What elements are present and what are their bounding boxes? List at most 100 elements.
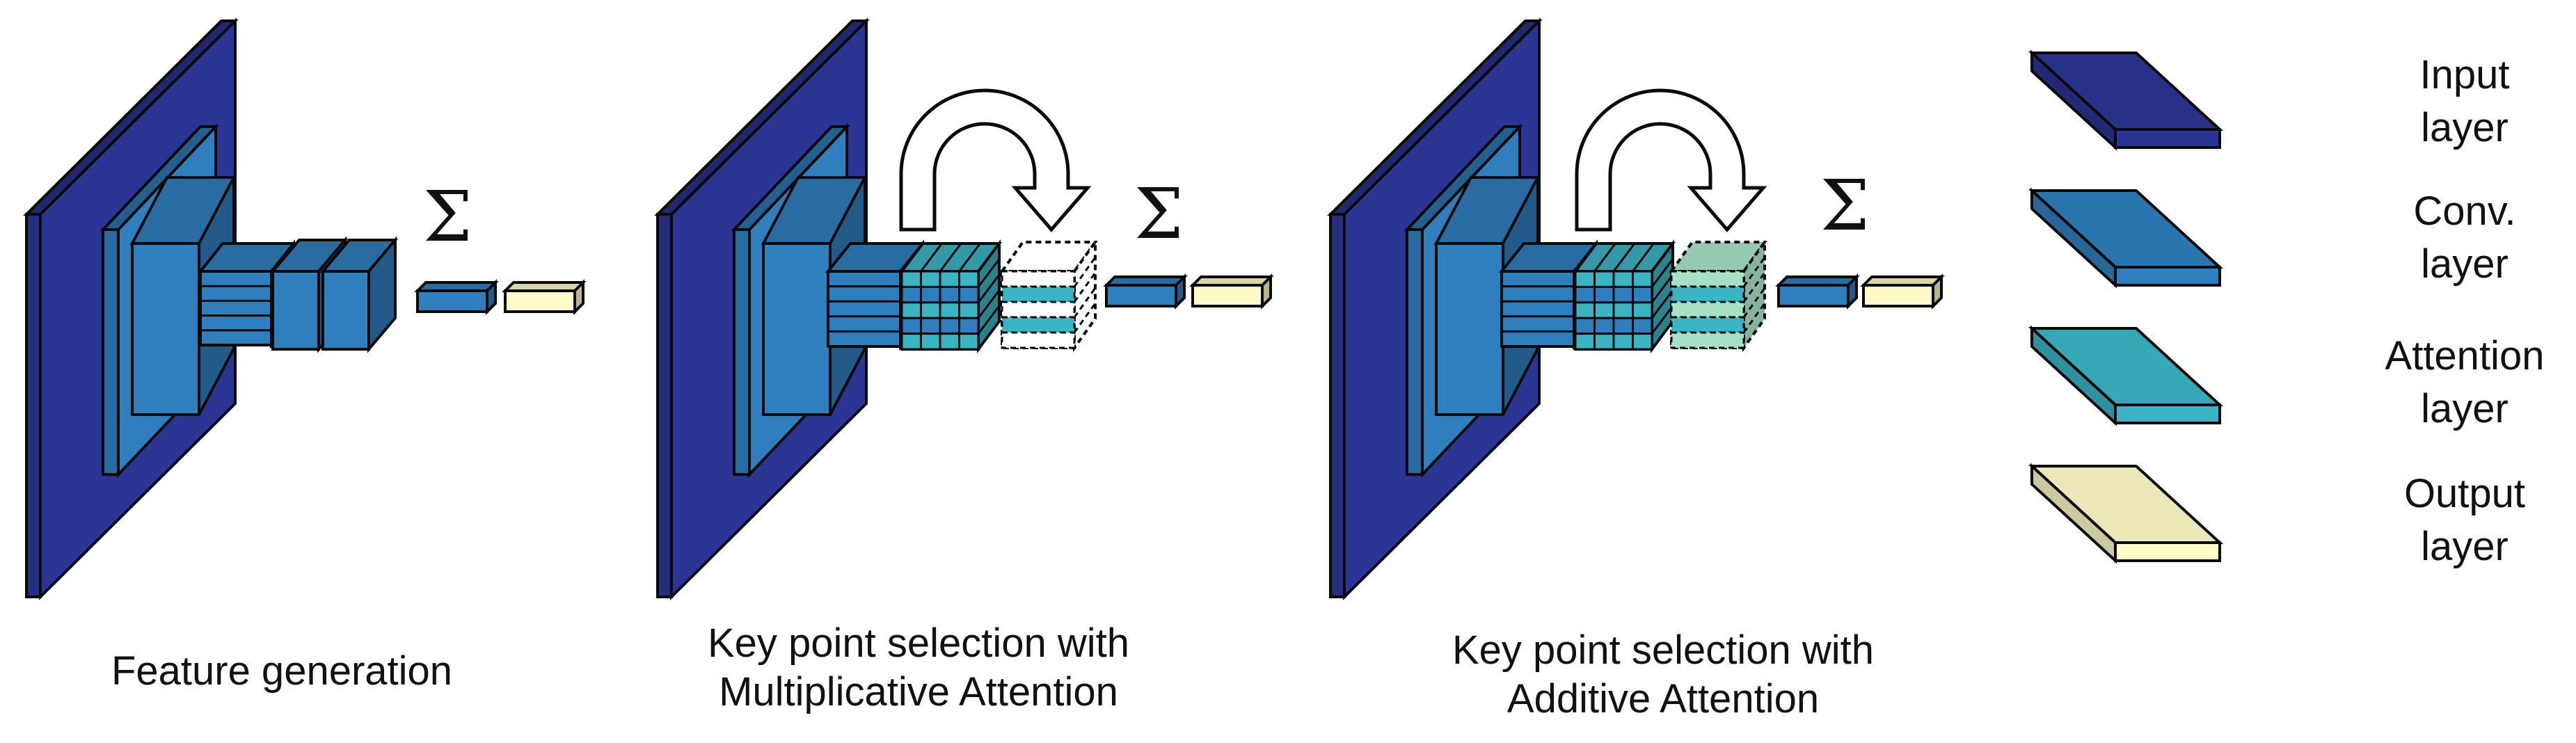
caption-line: Additive Attention — [1506, 676, 1820, 721]
input-layer-slab-2-top — [654, 19, 870, 216]
attention-block-3-side-line — [1651, 273, 1674, 303]
conv-stack-3-l2-front — [1435, 242, 1504, 416]
output-layer-3-front — [1862, 284, 1934, 307]
legend-swatch-input — [2028, 49, 2224, 151]
legend-swatch-attention-side — [2030, 325, 2117, 426]
caption-line: Multiplicative Attention — [719, 669, 1118, 714]
conv-stack-2-l1-top — [731, 125, 850, 231]
attention-output-block-2-row — [1001, 285, 1076, 303]
attention-output-block-2-side-line — [1073, 303, 1097, 333]
attention-block-2-side-line — [977, 258, 1001, 288]
caption-multiplicative-attention: Key point selection with Multiplicative … — [647, 619, 1190, 717]
output-layer-2 — [1189, 273, 1274, 310]
attention-output-block-2-row — [1001, 270, 1076, 288]
legend-label-line: Output — [2403, 471, 2526, 516]
attention-arrow-2-shape — [899, 88, 1092, 232]
fc-layer-1 — [414, 279, 499, 315]
attention-output-block-2-row — [1001, 301, 1076, 319]
legend-label-line: Input — [2419, 52, 2510, 97]
additive-block-3-side-line — [1742, 287, 1766, 318]
conv-stack-2-l2-front — [762, 242, 832, 416]
fc-layer-2-front — [1105, 284, 1177, 307]
legend-swatch-output-front — [2114, 541, 2221, 562]
fc-layer-2 — [1103, 273, 1188, 310]
feature-block-2-front — [827, 270, 902, 348]
attention-block-2-top-line — [958, 243, 981, 272]
attention-output-block-2-row — [1001, 331, 1076, 349]
attention-block-2-side-line — [977, 305, 1001, 335]
attention-block-3-top-line — [1612, 243, 1636, 272]
additive-block-3-side-line — [1742, 303, 1766, 333]
feature-block-1-front — [199, 270, 273, 346]
fc-layer-3-front — [1777, 284, 1850, 307]
attention-arrow-3-shape — [1575, 88, 1767, 232]
output-layer-3 — [1860, 273, 1945, 310]
legend-swatch-input-side — [2030, 49, 2117, 151]
input-layer-slab-1-edge — [25, 213, 42, 598]
output-layer-1-front — [504, 289, 576, 313]
caption-line: Key point selection with — [1452, 628, 1875, 673]
conv-stack-3-l2 — [1433, 176, 1541, 416]
additive-block-3-side-line — [1742, 257, 1766, 287]
attention-block-2-top-line — [920, 243, 943, 272]
conv-stack-1-l2-front — [131, 242, 200, 416]
conv-stack-2-l1-edge — [733, 228, 751, 476]
conv-block-1b-front — [321, 270, 370, 351]
sigma-feature-generation: Σ — [423, 176, 472, 257]
fc-layer-3 — [1775, 273, 1860, 310]
additive-block-3-side-line — [1742, 272, 1766, 303]
legend-swatch-attention-front — [2114, 404, 2221, 424]
caption-line: Feature generation — [111, 648, 453, 694]
legend-swatch-conv — [2028, 187, 2224, 289]
caption-feature-generation: Feature generation — [42, 647, 522, 696]
sigma-multiplicative: Σ — [1134, 173, 1184, 255]
conv-stack-3-l1-top — [1404, 125, 1523, 231]
conv-stack-3-l1-edge — [1406, 228, 1424, 476]
conv-stack-1-l1-top — [100, 125, 219, 231]
legend-label-line: layer — [2421, 105, 2509, 150]
conv-stack-1-l1-edge — [102, 228, 120, 476]
legend-label-line: layer — [2421, 524, 2509, 569]
conv-block-1b — [319, 236, 399, 353]
input-layer-slab-1-top — [23, 19, 239, 216]
legend-label-output: Output layer — [2360, 468, 2569, 573]
conv-block-1a-front — [271, 270, 320, 351]
attention-output-block-2-side-line — [1073, 272, 1097, 303]
output-layer-2-front — [1191, 284, 1264, 307]
input-layer-slab-3-edge — [1329, 213, 1346, 598]
attention-output-block-2-side-line — [1073, 257, 1097, 287]
caption-line: Key point selection with — [707, 621, 1130, 666]
additive-block-3-row — [1670, 285, 1745, 303]
additive-block-3-side — [1742, 237, 1766, 353]
attention-output-block-2-row — [1001, 316, 1076, 334]
attention-block-2-side-line — [977, 273, 1001, 303]
legend-swatch-output — [2028, 463, 2224, 564]
legend-label-line: Attention — [2385, 333, 2545, 378]
attention-block-3 — [1573, 239, 1676, 353]
legend-label-conv: Conv. layer — [2360, 185, 2569, 291]
additive-block-3-row — [1670, 331, 1745, 349]
sigma-additive: Σ — [1820, 165, 1870, 246]
legend-swatch-conv-front — [2114, 266, 2221, 287]
attention-block-2-side-line — [977, 289, 1001, 319]
legend-label-line: layer — [2421, 386, 2509, 431]
attention-block-2 — [899, 239, 1002, 353]
attention-block-3-top-line — [1593, 243, 1616, 272]
attention-output-block-2 — [999, 237, 1098, 353]
legend-swatch-attention — [2028, 325, 2224, 426]
feature-block-3-front — [1500, 270, 1575, 348]
attention-arrow-3 — [1575, 88, 1767, 232]
legend-label-line: layer — [2421, 241, 2509, 287]
attention-block-2-top-line — [939, 243, 962, 272]
legend-swatch-output-side — [2030, 463, 2117, 564]
additive-block-3-row — [1670, 270, 1745, 288]
additive-block-3-row — [1670, 301, 1745, 319]
fc-layer-1-front — [416, 289, 488, 313]
attention-arrow-2 — [899, 88, 1092, 232]
attention-block-3-side-line — [1651, 258, 1674, 288]
legend-swatch-conv-side — [2030, 187, 2117, 289]
legend-label-line: Conv. — [2413, 189, 2516, 234]
attention-block-3-side-line — [1651, 289, 1674, 319]
